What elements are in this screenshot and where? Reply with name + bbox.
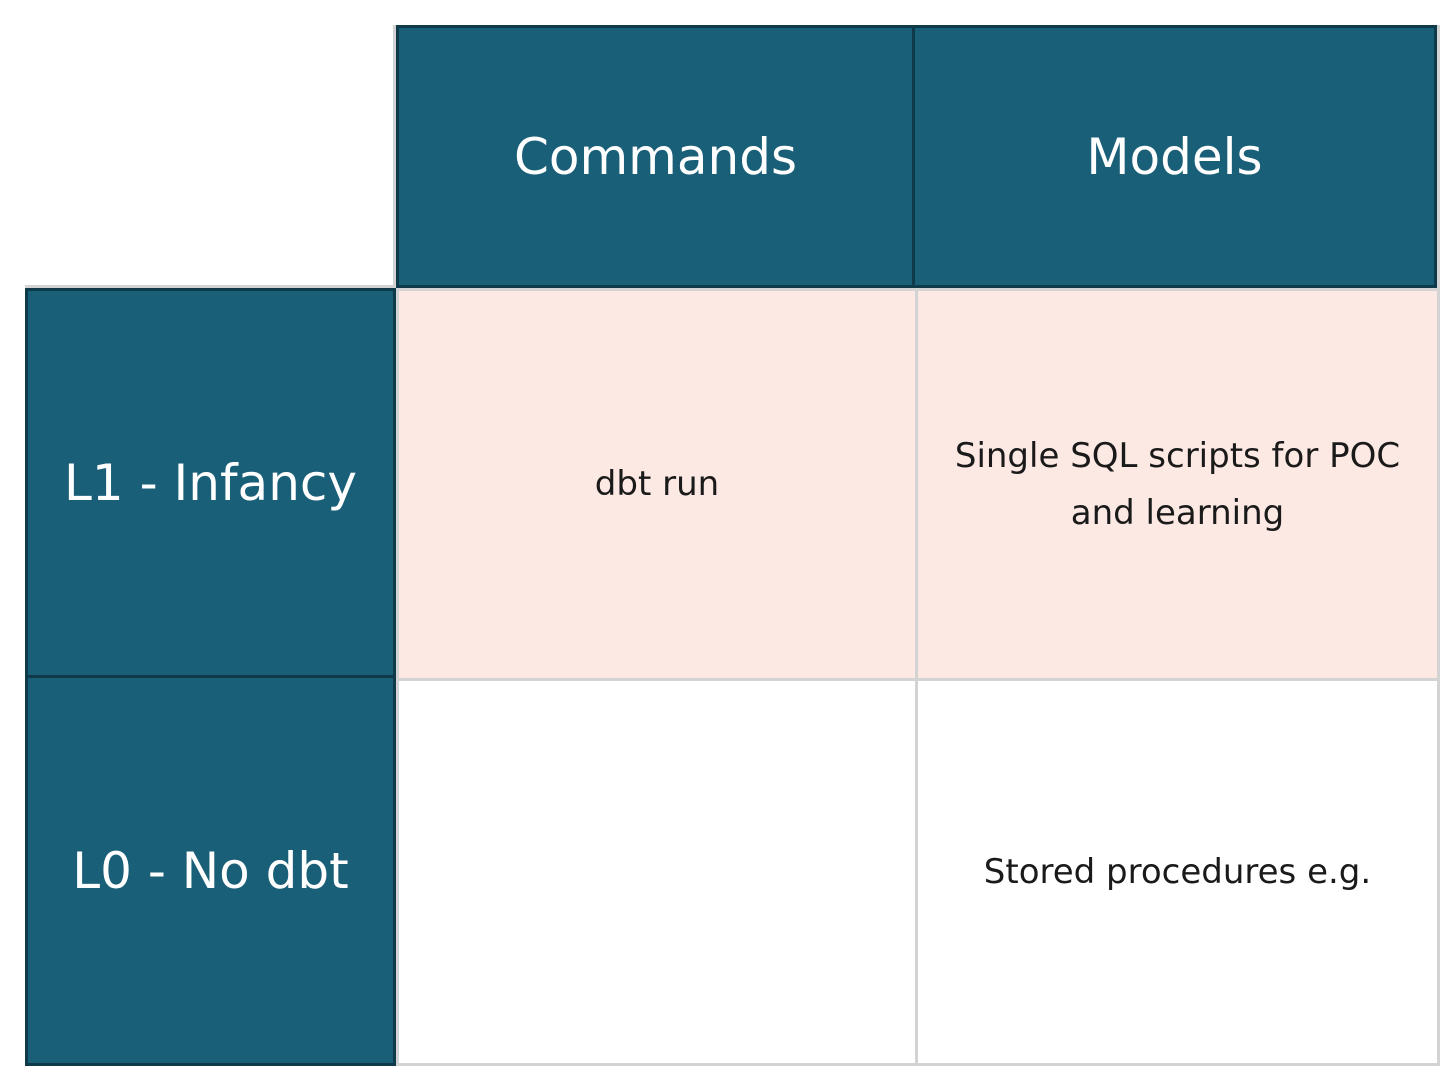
cell-l1-models: Single SQL scripts for POC and learning [915,288,1437,678]
column-header-label: Models [1086,127,1263,186]
grid-line-right-edge [1437,25,1440,1066]
cell-l1-commands: dbt run [396,288,915,678]
row-header-label: L0 - No dbt [72,841,349,900]
cell-text: Stored procedures e.g. [983,851,1372,892]
cell-text: Single SQL scripts for POC and learning [954,436,1401,533]
column-header-models: Models [915,25,1437,288]
row-header-l0-no-dbt: L0 - No dbt [25,678,396,1066]
cell-l0-models: Stored procedures e.g. [915,678,1437,1066]
column-header-commands: Commands [396,25,915,288]
cell-l0-commands [396,678,915,1066]
row-header-l1-infancy: L1 - Infancy [25,288,396,678]
cell-text: dbt run [594,464,720,505]
row-header-label: L1 - Infancy [64,454,357,512]
grid-line-above-row-header [25,285,396,288]
grid-line-left-of-header [393,25,396,288]
column-header-label: Commands [513,127,798,186]
